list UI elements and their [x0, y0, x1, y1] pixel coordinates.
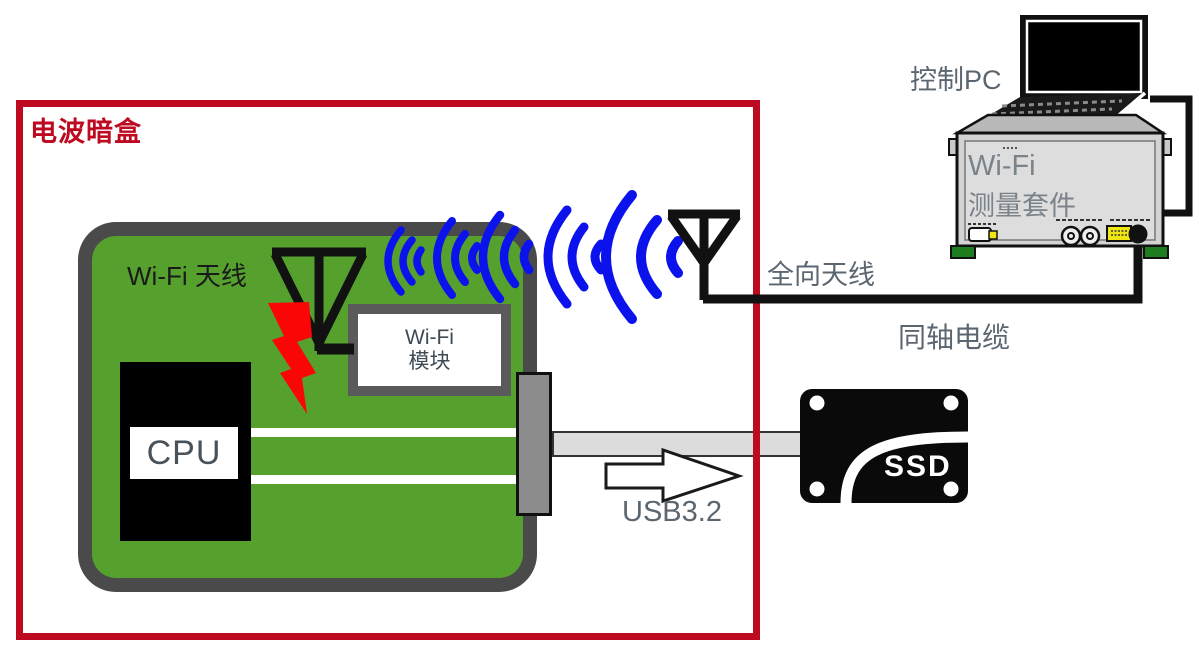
- coax-cable-label: 同轴电缆: [898, 322, 1011, 353]
- instrument-label-line2: 测量套件: [968, 191, 1076, 221]
- wifi-module-label-line2: 模块: [408, 350, 451, 373]
- omni-antenna-label: 全向天线: [767, 260, 875, 290]
- cpu-chip: CPU: [120, 362, 251, 541]
- usb-label: USB3.2: [622, 496, 722, 528]
- control-pc-label: 控制PC: [910, 65, 1002, 95]
- usb-arrow-icon: [604, 447, 744, 504]
- instrument-label-line1: Wi-Fi: [968, 150, 1036, 182]
- ssd-icon: SSD: [800, 389, 969, 504]
- wifi-module-label-line1: Wi-Fi: [405, 325, 454, 349]
- shield-box-label: 电波暗盒: [30, 117, 142, 147]
- usb-cable: [552, 431, 804, 457]
- wifi-module: Wi-Fi 模块: [348, 304, 511, 396]
- wifi-module-label-box: Wi-Fi 模块: [358, 314, 501, 386]
- pc-cable-line: [1150, 95, 1193, 217]
- usb-edge-connector: [516, 372, 552, 516]
- ssd-label: SSD: [884, 450, 952, 483]
- cpu-label: CPU: [146, 433, 222, 472]
- cpu-label-box: CPU: [130, 427, 238, 479]
- board-trace-line: [251, 428, 517, 437]
- omni-antenna-icon: [667, 209, 741, 300]
- board-antenna-label: Wi-Fi 天线: [127, 261, 247, 291]
- board-trace-line: [251, 475, 517, 484]
